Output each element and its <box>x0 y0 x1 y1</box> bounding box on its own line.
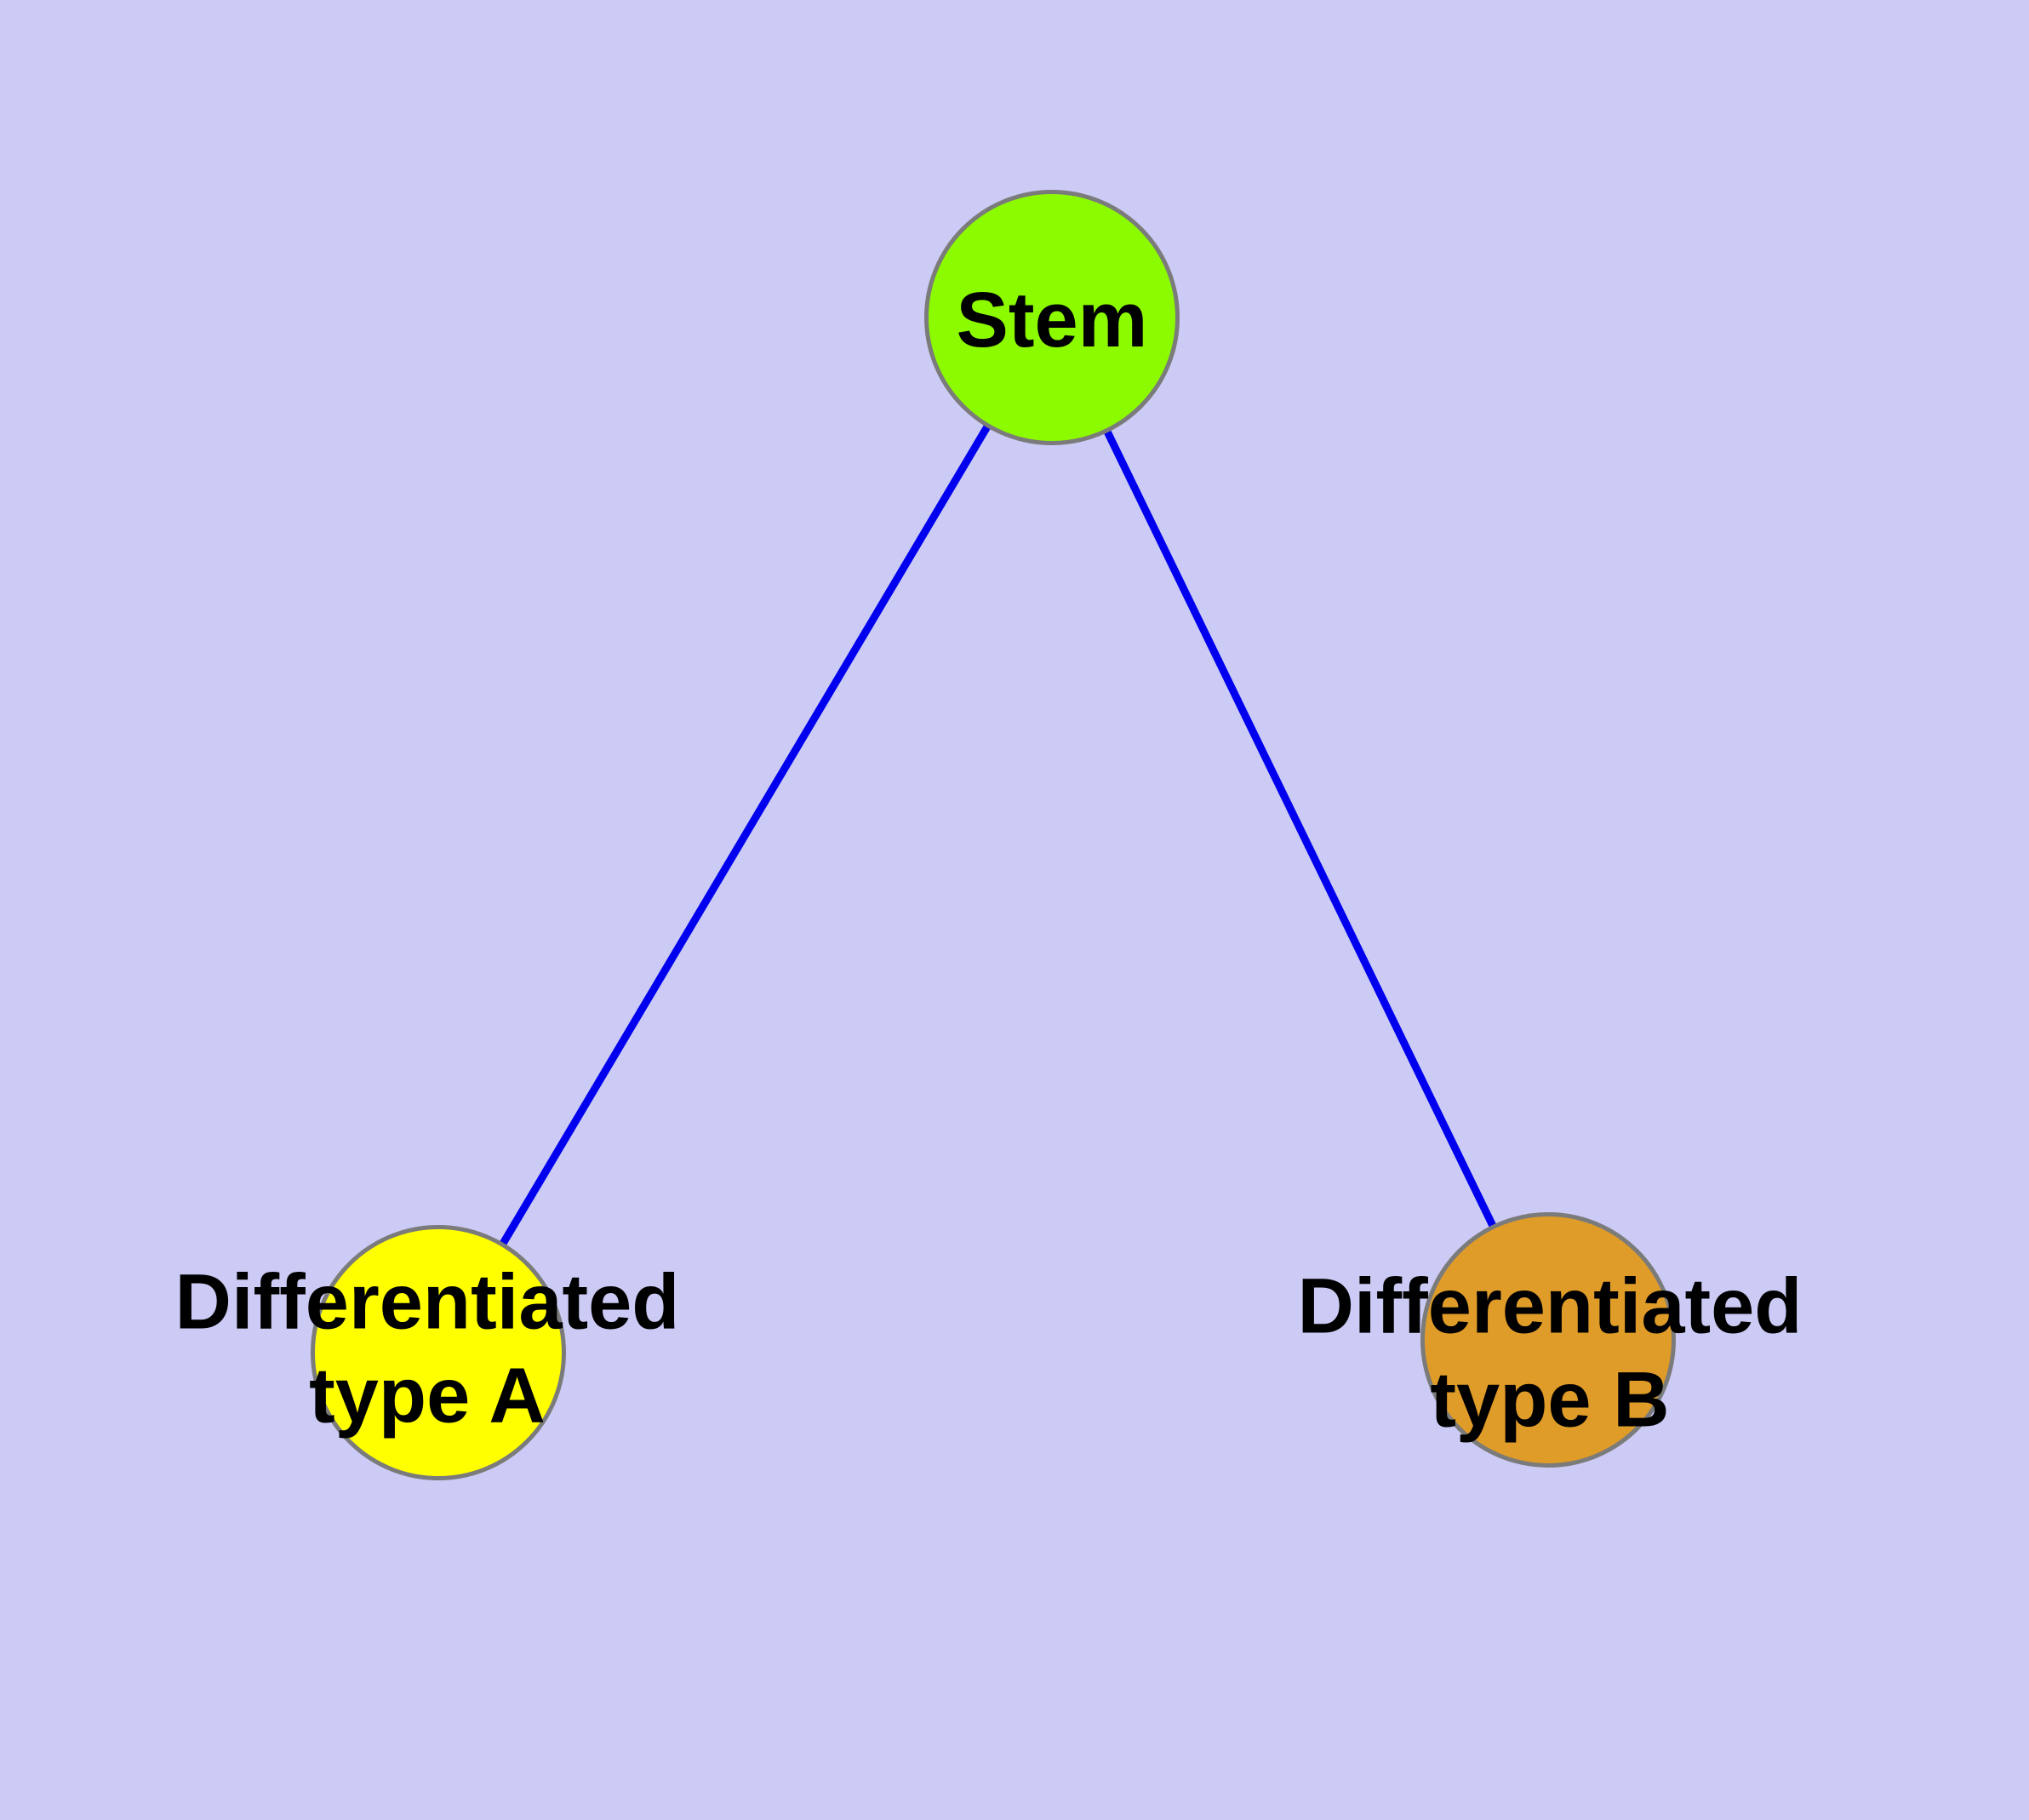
node-differentiated-type-b-label: Differentiated type B <box>1297 1262 1803 1444</box>
edge-stem-to-type-a <box>434 313 1056 1357</box>
node-stem-label: Stem <box>956 276 1148 363</box>
edge-stem-to-type-b <box>1048 313 1552 1344</box>
node-differentiated-type-a-label: Differentiated type A <box>174 1258 680 1439</box>
node-stem-circle <box>924 190 1180 445</box>
node-differentiated-type-b-circle <box>1420 1212 1676 1468</box>
node-differentiated-type-a-circle <box>311 1225 566 1480</box>
